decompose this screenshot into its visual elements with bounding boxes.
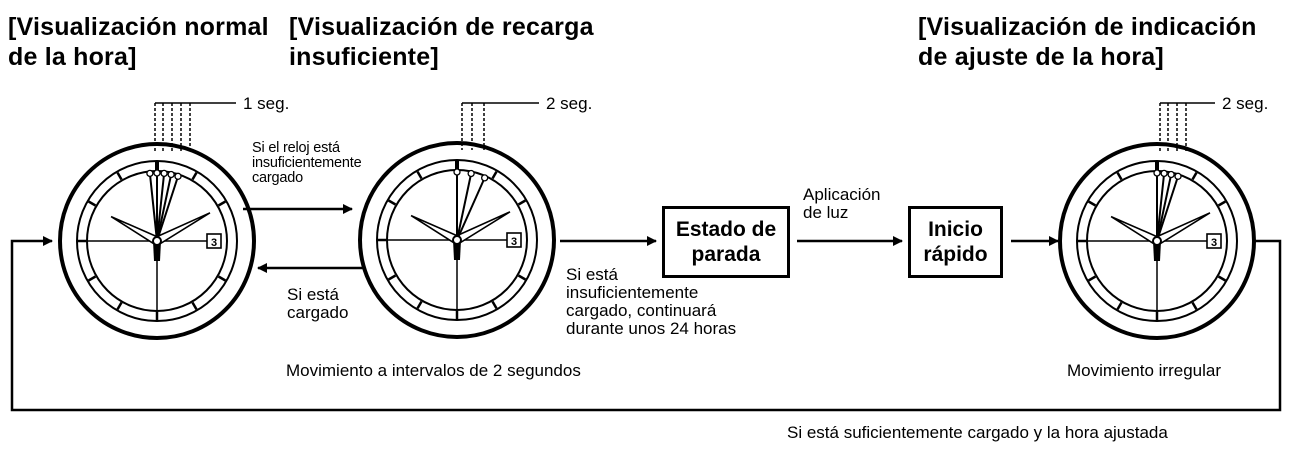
interval-label-normal: 1 seg. (243, 94, 290, 113)
watch-normal: 3 (58, 102, 256, 340)
title-normal-display: [Visualización normal de la hora] (8, 12, 269, 72)
title-set-line1: [Visualización de indicación (918, 13, 1257, 41)
insufficient-line3: cargado (252, 170, 303, 186)
title-normal-line1: [Visualización normal (8, 13, 269, 41)
transition-charged-label: Si está cargado (287, 286, 348, 322)
insufficient-line1: Si el reloj está (252, 140, 340, 156)
title-time-set-display: [Visualización de indicación de ajuste d… (918, 12, 1257, 72)
light-line1: Aplicación (803, 185, 881, 204)
stop-line2: parada (691, 243, 761, 266)
caption-irregular-movement: Movimiento irregular (1067, 361, 1221, 380)
stop-state-box: Estado de parada (662, 206, 790, 278)
stop-line1: Estado de (675, 218, 777, 241)
transition-light-label: Aplicación de luz (803, 186, 881, 222)
return-loop-line (10, 236, 1282, 412)
transition-continue-label: Si está insuficientemente cargado, conti… (566, 266, 736, 338)
date-window-number: 3 (511, 236, 517, 248)
continue-line4: durante unos 24 horas (566, 319, 737, 338)
title-low-line2: insuficiente] (289, 43, 439, 71)
watch-time-set: 3 (1058, 102, 1256, 340)
title-set-line2: de ajuste de la hora] (918, 43, 1164, 71)
continue-line3: cargado, continuará (566, 301, 717, 320)
charged-line1: Si está (287, 285, 339, 304)
interval-label-set: 2 seg. (1222, 94, 1269, 113)
insufficient-line2: insuficientemente (252, 155, 362, 171)
quick-line1: Inicio (928, 218, 983, 241)
continue-line1: Si está (566, 265, 618, 284)
caption-two-second-movement: Movimiento a intervalos de 2 segundos (286, 361, 581, 380)
light-line2: de luz (803, 203, 849, 222)
title-normal-line2: de la hora] (8, 43, 137, 71)
charged-line2: cargado (287, 303, 349, 322)
title-low-line1: [Visualización de recarga (289, 13, 594, 41)
continue-line2: insuficientemente (566, 283, 699, 302)
interval-label-low: 2 seg. (546, 94, 593, 113)
return-condition-label: Si está suficientemente cargado y la hor… (787, 423, 1168, 442)
title-low-charge-display: [Visualización de recarga insuficiente] (289, 12, 594, 72)
quick-start-box: Inicio rápido (908, 206, 1003, 278)
quick-line2: rápido (923, 243, 988, 266)
date-window-number: 3 (1211, 237, 1217, 249)
transition-insufficient-label: Si el reloj está insuficientemente carga… (252, 140, 362, 186)
watch-low-charge: 3 (358, 102, 556, 339)
date-window-number: 3 (211, 237, 217, 249)
